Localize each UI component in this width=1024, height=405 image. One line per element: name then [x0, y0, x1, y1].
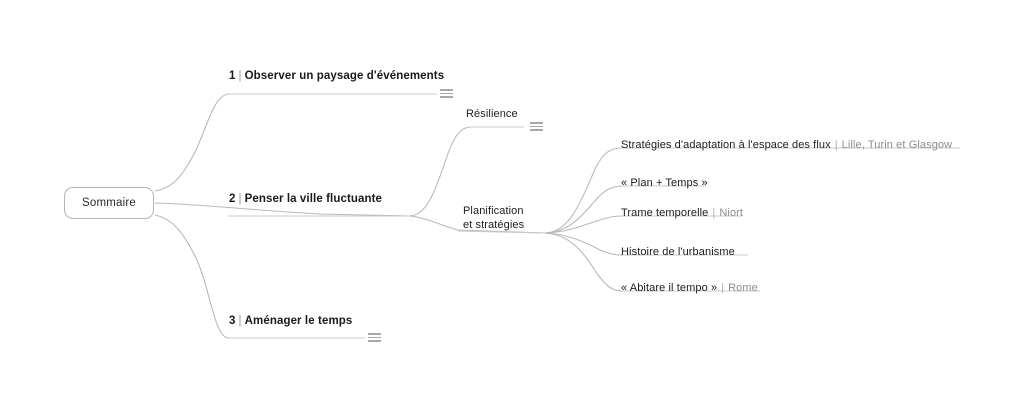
leaf-1-detail: Lille, Turin et Glasgow — [841, 139, 953, 151]
branch-1-separator: | — [238, 70, 242, 82]
edge-root-to-branch-1 — [154, 93, 437, 192]
leaf-4-title: Histoire de l'urbanisme — [621, 246, 735, 258]
leaf-3-separator: | — [712, 207, 716, 219]
leaf-1-separator: | — [834, 139, 838, 151]
branch-node-2[interactable]: 2|Penser la ville fluctuante — [229, 193, 382, 205]
branch-1-title: Observer un paysage d'événements — [244, 70, 445, 82]
hamburger-icon-resilience[interactable] — [530, 122, 543, 131]
underline-planification — [457, 230, 546, 234]
hamburger-line — [440, 92, 453, 95]
leaf-2-title: « Plan + Temps » — [621, 177, 708, 189]
branch-3-separator: | — [238, 315, 242, 327]
edge-root-to-branch-3 — [154, 214, 365, 339]
edge-planification-to-leaf-1 — [544, 147, 960, 234]
branch-2-index: 2 — [229, 193, 236, 205]
hamburger-line — [530, 129, 543, 131]
hamburger-line — [530, 122, 543, 124]
hamburger-line — [368, 333, 381, 335]
hamburger-line — [440, 89, 453, 91]
root-node-label: Sommaire — [81, 197, 136, 209]
branch-3-index: 3 — [229, 315, 236, 327]
branch-3-title: Aménager le temps — [244, 315, 353, 327]
leaf-node-3[interactable]: Trame temporelle|Niort — [621, 207, 743, 219]
branch-2-title: Penser la ville fluctuante — [244, 193, 383, 205]
planification-line-1: Planification — [463, 205, 524, 217]
leaf-4-separator — [735, 246, 743, 258]
edge-planification-to-leaf-4 — [544, 232, 748, 256]
branch-1-index: 1 — [229, 70, 236, 82]
edge-branch2-to-planification — [409, 215, 546, 234]
leaf-2-separator — [708, 177, 716, 189]
edge-branch2-to-resilience — [409, 126, 524, 217]
leaf-5-detail: Rome — [728, 282, 758, 294]
subnode-planification[interactable]: Planification et stratégies — [463, 204, 524, 232]
leaf-3-detail: Niort — [719, 207, 744, 219]
leaf-1-title: Stratégies d'adaptation à l'espace des f… — [621, 139, 831, 151]
edge-planification-to-leaf-5 — [544, 232, 760, 292]
root-node-sommaire[interactable]: Sommaire — [64, 187, 154, 219]
hamburger-icon-branch-3[interactable] — [368, 333, 381, 342]
hamburger-line — [368, 340, 381, 342]
leaf-5-separator: | — [721, 282, 725, 294]
leaf-node-1[interactable]: Stratégies d'adaptation à l'espace des f… — [621, 139, 952, 151]
hamburger-icon-branch-1[interactable] — [440, 89, 453, 98]
hamburger-line — [368, 336, 381, 339]
leaf-3-title: Trame temporelle — [621, 207, 709, 219]
edge-planification-to-leaf-3 — [544, 215, 742, 234]
branch-2-separator: | — [238, 193, 242, 205]
branch-node-3[interactable]: 3|Aménager le temps — [229, 315, 352, 327]
edge-root-to-branch-2 — [154, 202, 411, 217]
leaf-node-5[interactable]: « Abitare il tempo »|Rome — [621, 282, 758, 294]
subnode-resilience[interactable]: Résilience — [466, 108, 518, 120]
edge-planification-to-leaf-2 — [544, 185, 706, 234]
leaf-node-4[interactable]: Histoire de l'urbanisme — [621, 246, 743, 258]
leaf-node-2[interactable]: « Plan + Temps » — [621, 177, 716, 189]
hamburger-line — [530, 125, 543, 128]
hamburger-line — [440, 96, 453, 98]
branch-node-1[interactable]: 1|Observer un paysage d'événements — [229, 70, 444, 82]
planification-line-2: et stratégies — [463, 219, 525, 231]
leaf-5-title: « Abitare il tempo » — [621, 282, 718, 294]
